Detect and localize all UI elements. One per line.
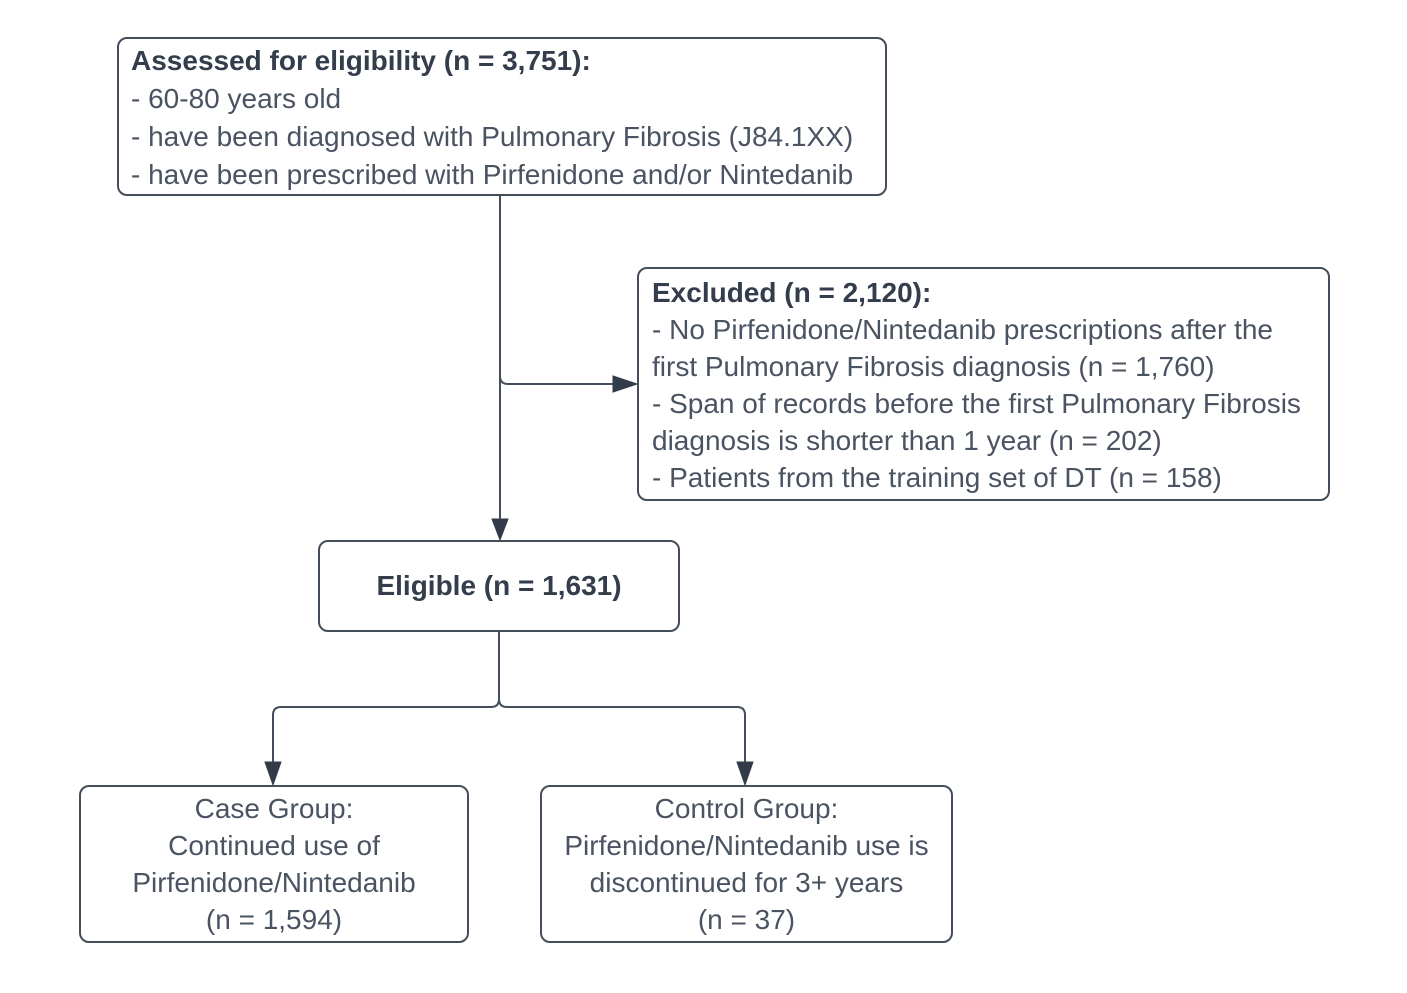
arrowhead-down-case-group [264,761,282,787]
arrowhead-down-control-group [736,761,754,787]
arrowhead-down-eligible [491,518,509,542]
connector-branch-to-excluded [499,375,613,385]
control-group-line: (n = 37) [697,904,796,935]
node-case-group: Case Group: Continued use of Pirfenidone… [79,785,469,943]
excluded-reason: - Patients from the training set of DT (… [652,462,1222,493]
node-assessed-for-eligibility: Assessed for eligibility (n = 3,751): - … [117,37,887,196]
arrowhead-right-excluded [612,375,639,393]
excluded-reason: first Pulmonary Fibrosis diagnosis (n = … [652,351,1215,382]
connector-split-left [272,698,500,762]
case-group-line: Case Group: [194,793,354,824]
assessed-criterion: - have been diagnosed with Pulmonary Fib… [131,121,854,152]
case-group-line: Pirfenidone/Nintedanib [132,867,416,898]
connector-split-right [498,698,746,762]
excluded-reason: - Span of records before the first Pulmo… [652,388,1301,419]
excluded-reason: diagnosis is shorter than 1 year (n = 20… [652,425,1162,456]
case-group-line: Continued use of [168,830,380,861]
control-group-line: Control Group: [654,793,839,824]
control-group-line: discontinued for 3+ years [589,867,904,898]
excluded-title: Excluded (n = 2,120): [652,277,932,308]
assessed-criterion: - have been prescribed with Pirfenidone … [131,159,854,190]
assessed-title: Assessed for eligibility (n = 3,751): [131,45,591,76]
node-excluded: Excluded (n = 2,120): - No Pirfenidone/N… [637,267,1330,501]
node-eligible: Eligible (n = 1,631) [318,540,680,632]
assessed-criterion: - 60-80 years old [131,83,342,114]
node-control-group: Control Group: Pirfenidone/Nintedanib us… [540,785,953,943]
control-group-line: Pirfenidone/Nintedanib use is [564,830,929,861]
case-group-line: (n = 1,594) [205,904,343,935]
eligible-title: Eligible (n = 1,631) [376,570,622,601]
excluded-reason: - No Pirfenidone/Nintedanib prescription… [652,314,1274,345]
